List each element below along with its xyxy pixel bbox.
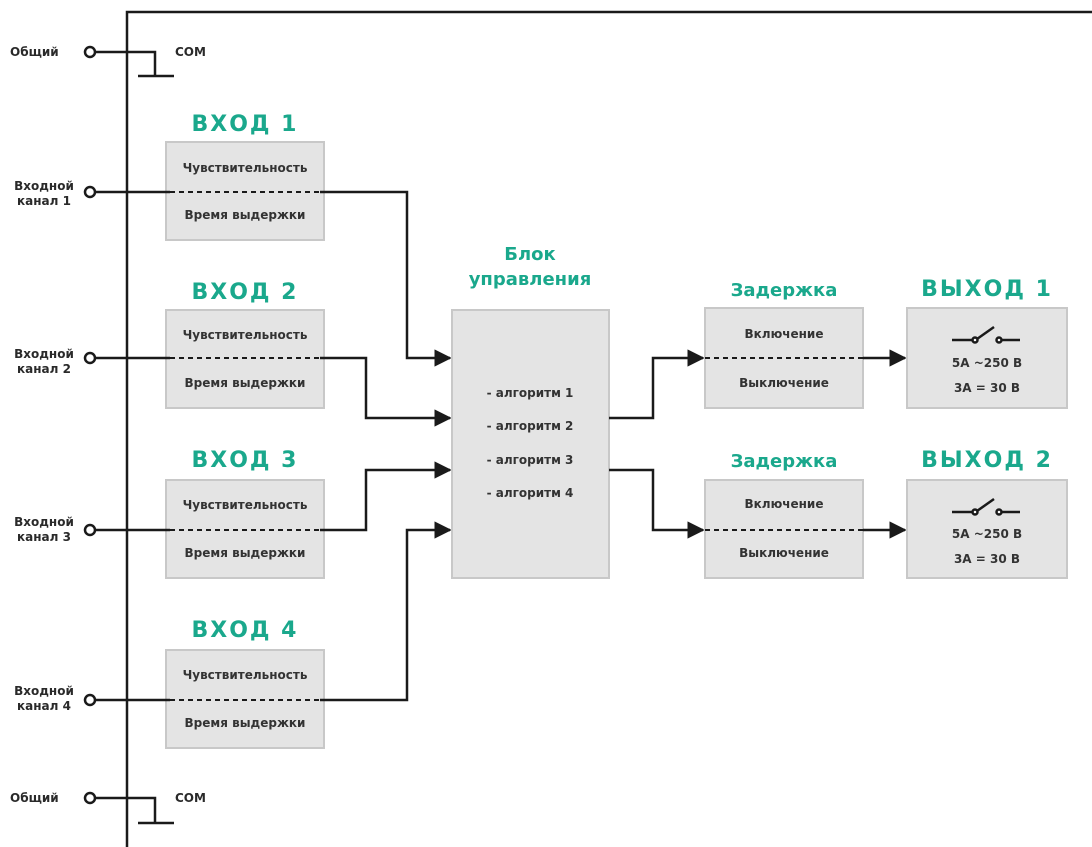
relay-switch-icon xyxy=(952,497,1020,516)
common-label-bottom: Общий xyxy=(10,791,59,805)
input-1-terminal xyxy=(83,185,97,199)
control-title-line2: управления xyxy=(469,269,592,290)
delay-1-title: Задержка xyxy=(731,280,838,301)
common-wire-top xyxy=(95,50,157,76)
output-1-dc-rating: 3А = 30 В xyxy=(954,381,1020,395)
com-label-top: COM xyxy=(175,45,206,59)
output-1-title: ВЫХОД 1 xyxy=(921,277,1053,302)
input-2-sensitivity: Чувствительность xyxy=(183,328,308,342)
input-1-channel-num: канал 1 xyxy=(17,194,71,208)
output-2-ac-rating: 5А ~250 В xyxy=(952,527,1022,541)
algorithm-4: - алгоритм 4 xyxy=(487,486,574,500)
delay-1-off: Выключение xyxy=(739,376,829,390)
common-terminal-top xyxy=(83,45,97,59)
com-label-bottom: COM xyxy=(175,791,206,805)
output-2-dc-rating: 3А = 30 В xyxy=(954,552,1020,566)
input-2-channel-num: канал 2 xyxy=(17,362,71,376)
control-to-delay-2 xyxy=(609,468,705,539)
control-to-delay-1 xyxy=(609,349,705,420)
input-2-title: ВХОД 2 xyxy=(192,280,299,305)
input-3-title: ВХОД 3 xyxy=(192,448,299,473)
input-3-channel-label: Входной xyxy=(14,515,74,529)
algorithm-3: - алгоритм 3 xyxy=(487,453,574,467)
input-4-channel-num: канал 4 xyxy=(17,699,71,713)
common-label-top: Общий xyxy=(10,45,59,59)
input-4-to-control xyxy=(320,521,452,702)
input-3-sensitivity: Чувствительность xyxy=(183,498,308,512)
common-terminal-bottom xyxy=(83,791,97,805)
input-3-hold-time: Время выдержки xyxy=(185,546,306,560)
delay-2-on: Включение xyxy=(745,497,824,511)
input-3-to-control xyxy=(320,461,452,532)
output-2-title: ВЫХОД 2 xyxy=(921,448,1053,473)
control-box xyxy=(451,309,610,579)
algorithm-2: - алгоритм 2 xyxy=(487,419,574,433)
input-3-terminal xyxy=(83,523,97,537)
input-2-channel-label: Входной xyxy=(14,347,74,361)
input-4-terminal xyxy=(83,693,97,707)
input-1-channel-label: Входной xyxy=(14,179,74,193)
delay-2-title: Задержка xyxy=(731,451,838,472)
output-1-box xyxy=(906,307,1068,409)
input-4-channel-label: Входной xyxy=(14,684,74,698)
common-wire-bottom xyxy=(95,796,157,823)
input-2-hold-time: Время выдержки xyxy=(185,376,306,390)
delay-1-box xyxy=(704,307,864,409)
enclosure-frame xyxy=(125,10,1092,847)
input-2-terminal xyxy=(83,351,97,365)
algorithm-1: - алгоритм 1 xyxy=(487,386,574,400)
input-4-title: ВХОД 4 xyxy=(192,618,299,643)
delay-1-on: Включение xyxy=(745,327,824,341)
delay-2-box xyxy=(704,479,864,579)
output-2-box xyxy=(906,479,1068,579)
input-1-to-control xyxy=(320,190,452,367)
input-3-channel-num: канал 3 xyxy=(17,530,71,544)
input-2-to-control xyxy=(320,356,452,427)
input-4-hold-time: Время выдержки xyxy=(185,716,306,730)
input-4-sensitivity: Чувствительность xyxy=(183,668,308,682)
input-1-title: ВХОД 1 xyxy=(192,112,299,137)
input-1-hold-time: Время выдержки xyxy=(185,208,306,222)
control-title-line1: Блок xyxy=(504,244,556,265)
relay-switch-icon xyxy=(952,325,1020,344)
delay-2-off: Выключение xyxy=(739,546,829,560)
input-1-sensitivity: Чувствительность xyxy=(183,161,308,175)
output-1-ac-rating: 5А ~250 В xyxy=(952,356,1022,370)
